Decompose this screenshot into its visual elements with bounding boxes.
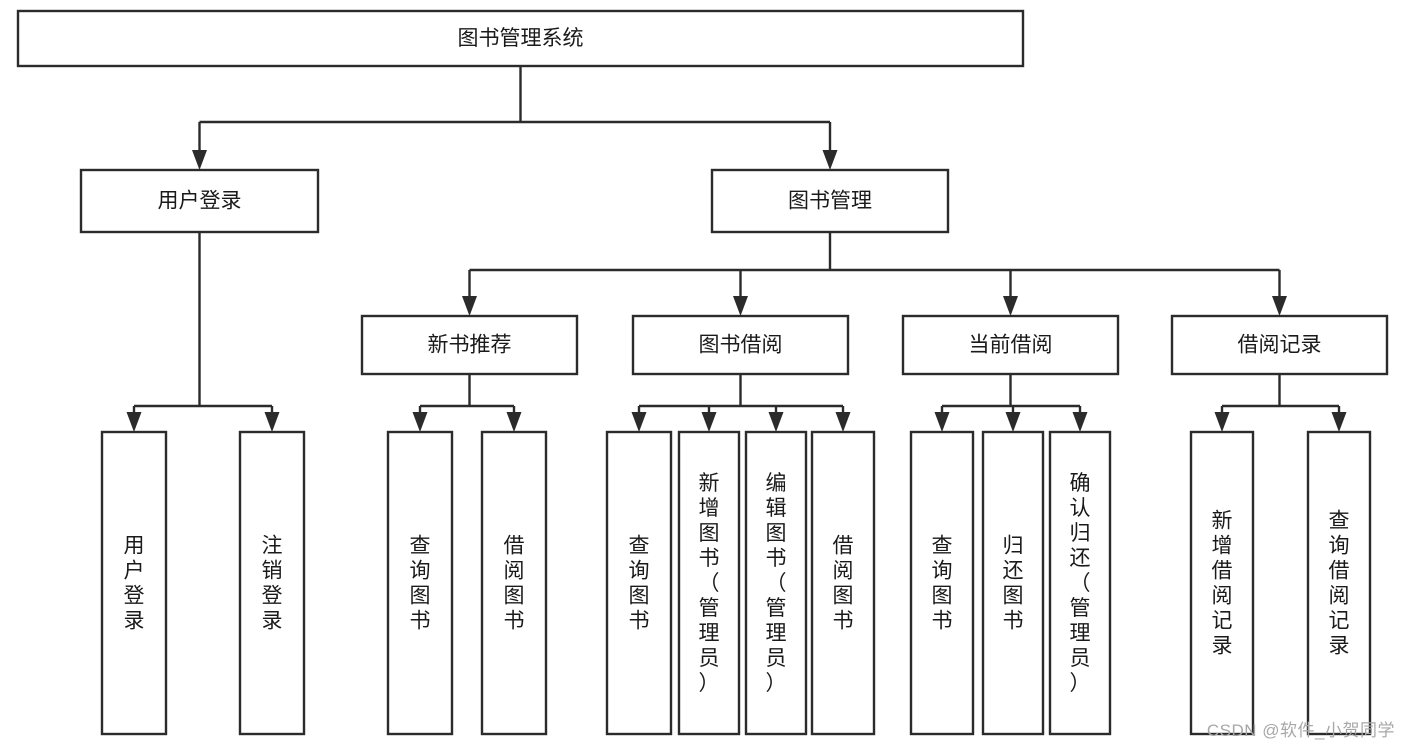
node-box bbox=[1170, 314, 1389, 376]
node-label: 新增图书（管理员） bbox=[699, 472, 720, 695]
node-leaf-logout[interactable]: 注销登录 bbox=[238, 430, 306, 736]
node-label: 用户登录 bbox=[124, 535, 145, 633]
node-new-book-rec[interactable]: 新书推荐 bbox=[360, 314, 579, 376]
arrow-head-icon bbox=[1072, 412, 1088, 432]
arrow-head-icon bbox=[1272, 296, 1287, 316]
node-label: 新书推荐 bbox=[428, 334, 512, 357]
node-box bbox=[605, 430, 673, 736]
node-label: 查询图书 bbox=[629, 535, 650, 633]
node-label: 查询图书 bbox=[932, 535, 953, 633]
node-leaf-query-book-2[interactable]: 查询图书 bbox=[605, 430, 673, 736]
node-label: 借阅图书 bbox=[504, 535, 525, 633]
arrow-head-icon bbox=[264, 412, 280, 432]
node-leaf-confirm-return[interactable]: 确认归还（管理员） bbox=[1048, 430, 1112, 736]
arrow-head-icon bbox=[412, 412, 428, 432]
node-box bbox=[238, 430, 306, 736]
node-label: 借阅图书 bbox=[833, 535, 854, 633]
node-label: 编辑图书（管理员） bbox=[766, 472, 787, 695]
arrow-head-icon bbox=[733, 296, 748, 316]
node-box bbox=[386, 430, 454, 736]
arrow-head-icon bbox=[1003, 296, 1018, 316]
node-box bbox=[1189, 430, 1255, 736]
node-label: 图书借阅 bbox=[699, 334, 783, 357]
node-box bbox=[981, 430, 1045, 736]
node-label: 用户登录 bbox=[158, 190, 242, 213]
node-root[interactable]: 图书管理系统 bbox=[16, 9, 1025, 68]
node-box bbox=[100, 430, 168, 736]
node-box bbox=[909, 430, 975, 736]
arrow-head-icon bbox=[126, 412, 142, 432]
node-book-manage[interactable]: 图书管理 bbox=[710, 168, 950, 234]
node-current-borrow[interactable]: 当前借阅 bbox=[901, 314, 1120, 376]
node-layer: 图书管理系统用户登录图书管理新书推荐图书借阅当前借阅借阅记录用户登录注销登录查询… bbox=[16, 9, 1389, 736]
node-box bbox=[677, 430, 741, 736]
node-leaf-user-login[interactable]: 用户登录 bbox=[100, 430, 168, 736]
node-leaf-add-record[interactable]: 新增借阅记录 bbox=[1189, 430, 1255, 736]
node-box bbox=[1048, 430, 1112, 736]
node-box bbox=[480, 430, 548, 736]
node-box bbox=[901, 314, 1120, 376]
connector-layer bbox=[126, 66, 1347, 432]
node-box bbox=[16, 9, 1025, 68]
node-leaf-borrow-book-2[interactable]: 借阅图书 bbox=[810, 430, 876, 736]
node-label: 查询图书 bbox=[410, 535, 431, 633]
node-box bbox=[360, 314, 579, 376]
node-label: 图书管理系统 bbox=[458, 27, 584, 50]
node-box bbox=[710, 168, 950, 234]
node-box bbox=[631, 314, 850, 376]
watermark-text: CSDN @软件_小贺同学 bbox=[1206, 721, 1395, 740]
node-label: 确认归还（管理员） bbox=[1070, 472, 1091, 695]
node-leaf-query-record[interactable]: 查询借阅记录 bbox=[1306, 430, 1372, 736]
arrow-head-icon bbox=[822, 150, 838, 170]
node-leaf-query-book-3[interactable]: 查询图书 bbox=[909, 430, 975, 736]
arrow-head-icon bbox=[934, 412, 950, 432]
arrow-head-icon bbox=[1005, 412, 1021, 432]
node-leaf-return-book[interactable]: 归还图书 bbox=[981, 430, 1045, 736]
arrow-head-icon bbox=[631, 412, 647, 432]
node-label: 注销登录 bbox=[262, 535, 283, 633]
node-box bbox=[810, 430, 876, 736]
node-leaf-query-book-1[interactable]: 查询图书 bbox=[386, 430, 454, 736]
node-label: 图书管理 bbox=[788, 190, 872, 213]
node-leaf-add-book[interactable]: 新增图书（管理员） bbox=[677, 430, 741, 736]
arrow-head-icon bbox=[462, 296, 477, 316]
arrow-head-icon bbox=[701, 412, 717, 432]
arrow-head-icon bbox=[506, 412, 522, 432]
node-label: 新增借阅记录 bbox=[1212, 510, 1233, 658]
node-box bbox=[744, 430, 808, 736]
node-box bbox=[79, 168, 320, 234]
node-leaf-edit-book[interactable]: 编辑图书（管理员） bbox=[744, 430, 808, 736]
node-label: 归还图书 bbox=[1003, 535, 1024, 633]
arrow-head-icon bbox=[1214, 412, 1230, 432]
node-leaf-borrow-book-1[interactable]: 借阅图书 bbox=[480, 430, 548, 736]
arrow-head-icon bbox=[768, 412, 784, 432]
node-box bbox=[1306, 430, 1372, 736]
arrow-head-icon bbox=[1331, 412, 1347, 432]
node-book-borrow[interactable]: 图书借阅 bbox=[631, 314, 850, 376]
node-label: 借阅记录 bbox=[1238, 334, 1322, 357]
node-user-login[interactable]: 用户登录 bbox=[79, 168, 320, 234]
node-label: 当前借阅 bbox=[969, 334, 1053, 357]
arrow-head-icon bbox=[835, 412, 851, 432]
arrow-head-icon bbox=[192, 150, 207, 170]
node-borrow-record[interactable]: 借阅记录 bbox=[1170, 314, 1389, 376]
node-label: 查询借阅记录 bbox=[1329, 510, 1350, 658]
